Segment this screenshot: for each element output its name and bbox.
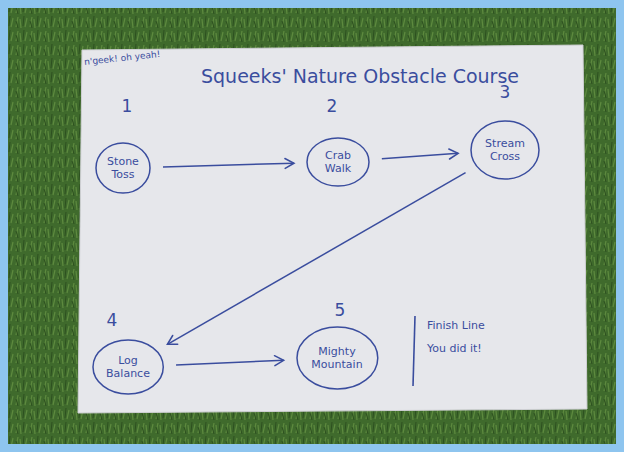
circle-outline — [96, 143, 150, 193]
station-circle: Crab Walk — [306, 137, 370, 187]
station-circle: Log Balance — [92, 339, 164, 395]
finish-note: You did it! — [427, 342, 482, 355]
finish-note: Finish Line — [427, 319, 485, 332]
station-circle: Stone Toss — [95, 142, 151, 194]
circle-outline — [307, 138, 369, 186]
circle-outline — [297, 327, 378, 389]
callout-number: 4 — [107, 310, 118, 330]
margin-note: n'geek! oh yeah! — [83, 49, 160, 67]
station-label: Log Balance — [106, 354, 150, 380]
arrow-connector — [163, 158, 294, 168]
paper-sheet — [78, 45, 587, 413]
station-label: Stone Toss — [107, 155, 139, 181]
finish-line — [413, 316, 415, 386]
arrow-connector — [167, 173, 465, 345]
grass-ground — [8, 8, 616, 444]
circle-outline — [93, 340, 163, 394]
circle-outline — [471, 121, 539, 179]
callout-number: 2 — [327, 96, 338, 116]
arrow-connector — [176, 356, 284, 366]
diagram-title: Squeeks' Nature Obstacle Course — [201, 65, 519, 87]
station-circle: Mighty Mountain — [296, 326, 379, 390]
station-label: Mighty Mountain — [311, 345, 362, 371]
station-circle: Stream Cross — [470, 120, 540, 180]
callout-number: 5 — [335, 300, 346, 320]
station-label: Crab Walk — [325, 149, 351, 175]
station-label: Stream Cross — [485, 137, 525, 163]
callout-number: 3 — [500, 82, 511, 102]
arrow-connector — [382, 149, 458, 159]
callout-number: 1 — [122, 96, 133, 116]
